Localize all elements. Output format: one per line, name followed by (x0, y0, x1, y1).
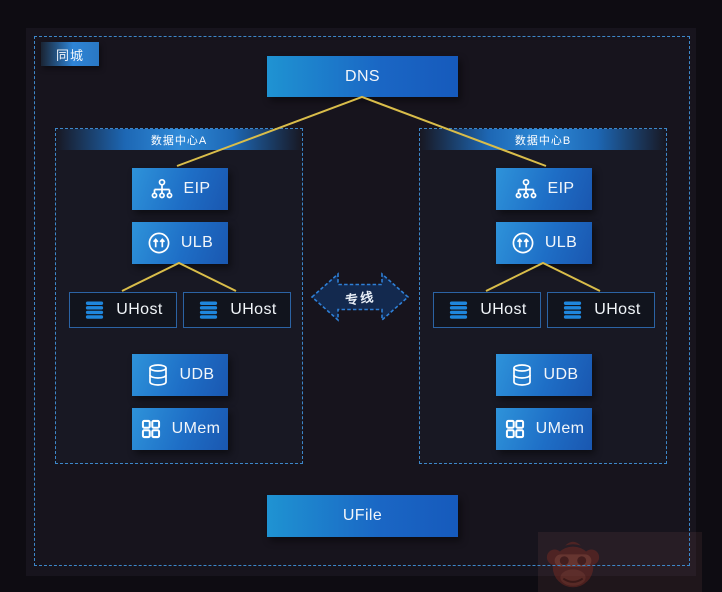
datacenter-b-header: 数据中心B (420, 129, 666, 150)
ulb-label: ULB (544, 234, 578, 251)
umem-label: UMem (535, 420, 585, 437)
eip-label: EIP (547, 180, 575, 197)
datacenter-a-uhost-left-node: UHost (69, 292, 177, 328)
umem-label: UMem (171, 420, 221, 437)
uhost-label: UHost (230, 301, 277, 318)
datacenter-a-udb-node: UDB (132, 354, 228, 396)
server-stack-icon (561, 299, 584, 322)
ulb-icon (147, 231, 171, 255)
datacenter-a-header: 数据中心A (56, 129, 302, 150)
datacenter-b-ulb-node: ULB (496, 222, 592, 264)
uhost-label: UHost (594, 301, 641, 318)
ulb-label: ULB (180, 234, 214, 251)
datacenter-b-title: 数据中心B (514, 134, 572, 147)
dedicated-line-arrow: 专线 (310, 267, 410, 327)
database-icon (146, 363, 170, 387)
datacenter-b-uhost-left-node: UHost (433, 292, 541, 328)
ufile-label: UFile (342, 507, 383, 524)
watermark (538, 532, 702, 592)
memory-grid-icon (140, 418, 162, 440)
uhost-label: UHost (116, 301, 163, 318)
datacenter-a-uhost-right-node: UHost (183, 292, 291, 328)
ufile-node: UFile (267, 495, 458, 537)
udb-label: UDB (179, 366, 215, 383)
datacenter-b-uhost-right-node: UHost (547, 292, 655, 328)
udb-label: UDB (543, 366, 579, 383)
ulb-icon (511, 231, 535, 255)
dns-node: DNS (267, 56, 458, 97)
double-arrow-icon (310, 272, 410, 322)
datacenter-a: 数据中心A EIP ULB (55, 128, 303, 464)
eip-label: EIP (183, 180, 211, 197)
datacenter-b-eip-node: EIP (496, 168, 592, 210)
datacenter-b-udb-node: UDB (496, 354, 592, 396)
dns-label: DNS (345, 67, 380, 85)
server-stack-icon (197, 299, 220, 322)
datacenter-b: 数据中心B EIP ULB (419, 128, 667, 464)
server-stack-icon (83, 299, 106, 322)
datacenter-a-eip-node: EIP (132, 168, 228, 210)
same-city-label: 同城 (55, 47, 84, 63)
datacenter-a-ulb-node: ULB (132, 222, 228, 264)
uhost-label: UHost (480, 301, 527, 318)
ape-logo-icon (546, 541, 600, 588)
server-stack-icon (447, 299, 470, 322)
eip-icon (150, 177, 174, 201)
datacenter-a-umem-node: UMem (132, 408, 228, 450)
memory-grid-icon (504, 418, 526, 440)
datacenter-b-umem-node: UMem (496, 408, 592, 450)
datacenter-a-title: 数据中心A (150, 134, 208, 147)
database-icon (510, 363, 534, 387)
same-city-badge: 同城 (41, 42, 99, 66)
eip-icon (514, 177, 538, 201)
